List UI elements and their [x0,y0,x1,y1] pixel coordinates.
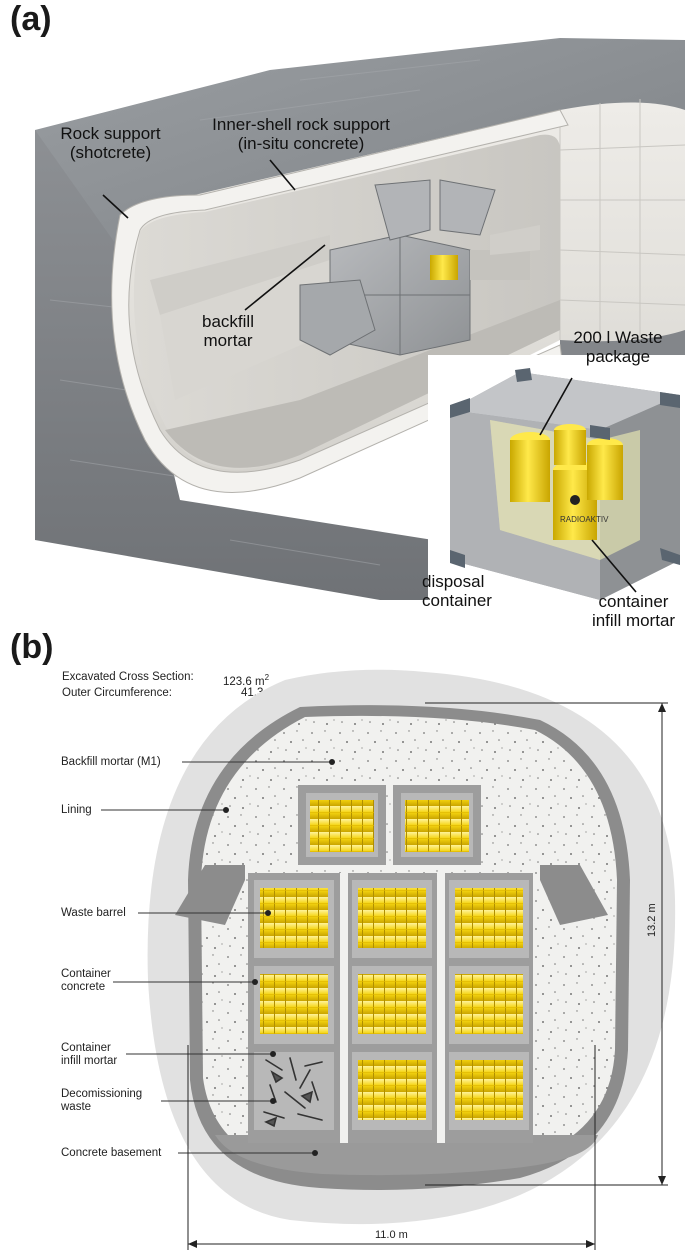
panel-a-tag: (a) [10,0,52,38]
excavated-label: Excavated Cross Section: [62,671,194,683]
left-shoulder [175,865,245,925]
legend-waste-barrel: Waste barrel [61,907,126,919]
height-dimension: 13.2 m [646,903,658,937]
panel-b-tag: (b) [10,628,54,666]
legend-decommissioning-waste: Decomissioning waste [61,1088,143,1113]
svg-text:RADIOAKTIV: RADIOAKTIV [560,515,609,524]
top-containers [298,785,481,865]
tunnel-containers [299,179,540,356]
legend-container-concrete: Container concrete [61,968,111,993]
inset-disposal-container: RADIOAKTIV [428,355,685,617]
legend-concrete-basement: Concrete basement [61,1147,162,1159]
label-disposal-container: disposal container [422,572,492,610]
width-dimension: 11.0 m [375,1229,408,1241]
label-inner-shell: Inner-shell rock support (in-situ concre… [212,115,390,153]
label-waste-package: 200 l Waste package [573,328,663,366]
legend-lining: Lining [61,804,92,816]
circumference-label: Outer Circumference: [62,687,172,699]
right-shoulder [540,865,608,925]
grid-containers [254,880,529,1130]
rock-front-face [35,130,560,600]
left-shelf [150,235,330,315]
label-rock-support: Rock support (shotcrete) [60,124,161,162]
concrete-basement [215,1135,598,1176]
legend-backfill-mortar: Backfill mortar (M1) [61,756,161,768]
legend-container-infill-mortar: Container infill mortar [61,1042,118,1067]
excavated-value: 123.6 m2 [223,673,270,688]
label-backfill-mortar: backfill mortar [202,312,254,350]
tunnel-illustration: RADIOAKTIV [35,38,685,617]
label-container-infill-mortar: container infill mortar [591,592,676,630]
decommissioning-waste [263,1057,323,1128]
